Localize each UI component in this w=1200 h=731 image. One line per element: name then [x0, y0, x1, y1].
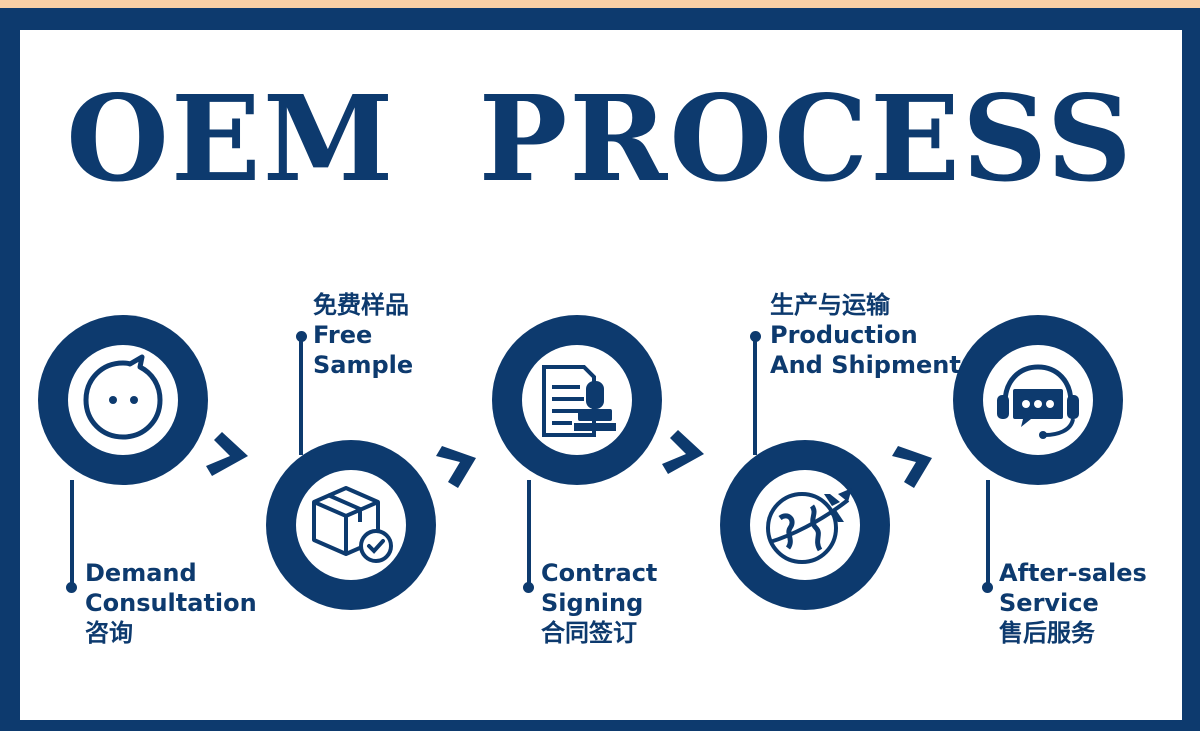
step-2-connector — [299, 335, 303, 455]
step-2-label: 免费样品 Free Sample — [313, 290, 413, 380]
step-2-en-line2: Sample — [313, 351, 414, 379]
step-5-en-line1: After-sales — [999, 559, 1147, 587]
step-4-en-line1: Production — [770, 321, 918, 349]
step-4-circle — [720, 440, 890, 610]
step-1-zh: 咨询 — [85, 619, 133, 647]
step-4-en-line2: And Shipment — [770, 351, 961, 379]
step-1-connector — [70, 480, 74, 585]
step-1-en-line1: Demand — [85, 559, 197, 587]
step-5-en-line2: Service — [999, 589, 1099, 617]
headset-chat-icon — [997, 364, 1079, 439]
step-5-connector — [986, 480, 990, 588]
package-check-icon — [312, 486, 393, 563]
chevron-right-icon — [436, 446, 476, 488]
step-5-circle — [953, 315, 1123, 485]
smiley-chat-icon — [83, 354, 163, 440]
step-3-connector — [527, 480, 531, 588]
page-title: OEM PROCESS — [66, 69, 1134, 208]
step-3-en-line1: Contract — [541, 559, 658, 587]
step-1-label: Demand Consultation 咨询 — [85, 558, 257, 648]
globe-airplane-icon — [766, 488, 852, 564]
step-3-circle — [492, 315, 662, 485]
step-2-zh: 免费样品 — [313, 291, 409, 319]
step-3-label: Contract Signing 合同签订 — [541, 558, 657, 648]
step-5-label: After-sales Service 售后服务 — [999, 558, 1147, 648]
step-1-dot — [66, 582, 77, 593]
chevron-right-icon — [892, 446, 932, 488]
step-5-dot — [982, 582, 993, 593]
step-3-zh: 合同签订 — [541, 619, 637, 647]
step-1-en-line2: Consultation — [85, 589, 257, 617]
step-4-zh: 生产与运输 — [770, 291, 890, 319]
chevron-right-icon — [662, 430, 704, 474]
step-1-circle — [38, 315, 208, 485]
document-stamp-icon — [542, 365, 616, 437]
step-4-label: 生产与运输 Production And Shipment — [770, 290, 961, 380]
step-3-dot — [523, 582, 534, 593]
step-5-zh: 售后服务 — [999, 619, 1095, 647]
chevron-right-icon — [206, 432, 248, 476]
step-3-en-line2: Signing — [541, 589, 644, 617]
step-2-en-line1: Free — [313, 321, 373, 349]
step-2-circle — [266, 440, 436, 610]
step-4-connector — [753, 335, 757, 455]
